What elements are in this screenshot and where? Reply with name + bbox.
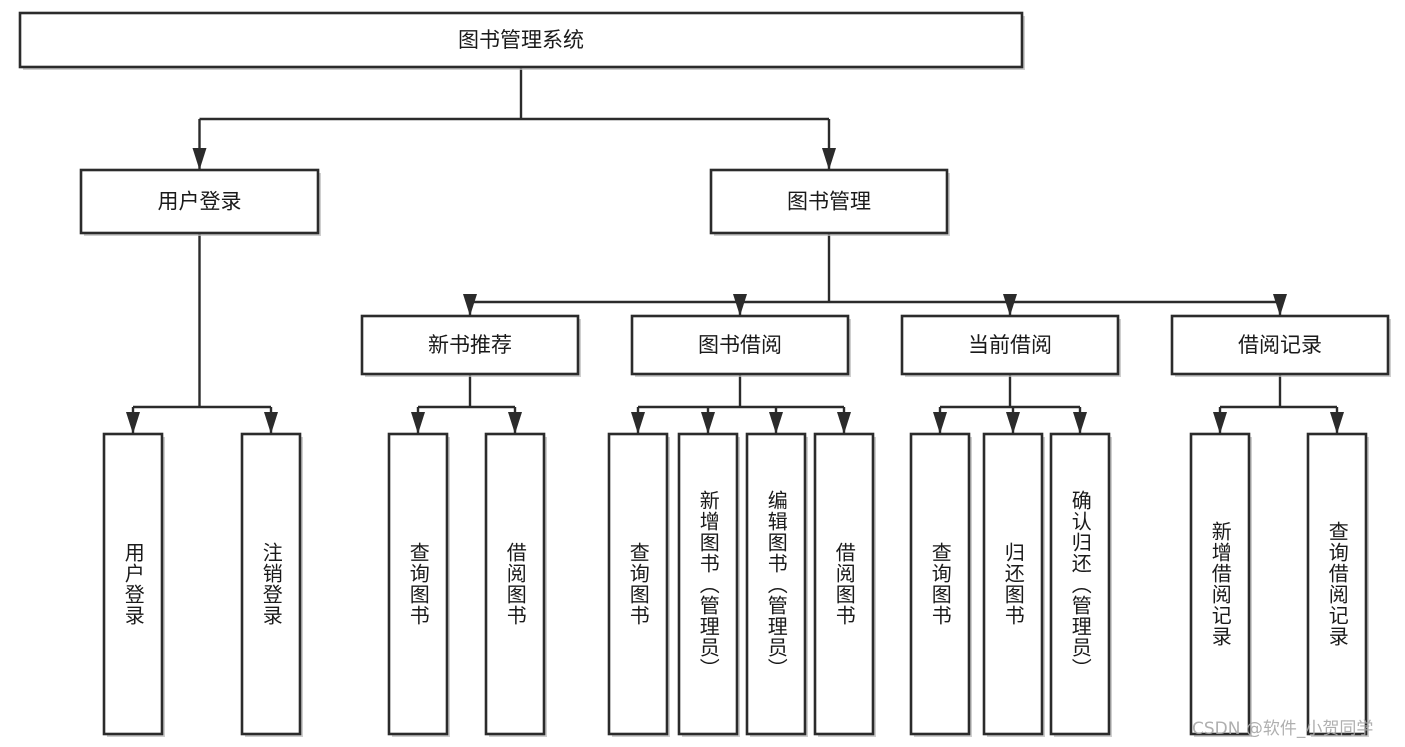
node-label-book-manage: 图书管理 — [787, 190, 871, 214]
connector-arrow-icon — [733, 294, 747, 316]
node-box-borrow-record[interactable] — [1170, 314, 1390, 376]
node-box-leaf-user-login[interactable] — [102, 432, 164, 736]
node-box-new-book-recommend[interactable] — [360, 314, 580, 376]
node-box-root[interactable] — [18, 11, 1024, 69]
connector-arrow-icon — [1330, 412, 1344, 434]
node-box-book-manage[interactable] — [709, 168, 949, 235]
node-box-leaf-logout[interactable] — [240, 432, 302, 736]
node-label-root: 图书管理系统 — [458, 28, 584, 52]
connector-arrow-icon — [1006, 412, 1020, 434]
node-box-leaf-add-book[interactable] — [677, 432, 739, 736]
node-box-current-borrow[interactable] — [900, 314, 1120, 376]
connector-arrow-icon — [822, 148, 836, 170]
connector-arrow-icon — [411, 412, 425, 434]
node-label-book-borrow: 图书借阅 — [698, 333, 782, 357]
connector-arrow-icon — [1213, 412, 1227, 434]
box-layer — [18, 11, 1391, 737]
node-label-user-login: 用户登录 — [158, 190, 242, 214]
node-label-new-book-recommend: 新书推荐 — [428, 333, 512, 357]
connector-layer — [126, 67, 1344, 434]
connector-arrow-icon — [508, 412, 522, 434]
node-label-current-borrow: 当前借阅 — [968, 333, 1052, 357]
connector-arrow-icon — [192, 148, 207, 170]
node-box-leaf-add-record[interactable] — [1189, 432, 1251, 736]
node-box-leaf-query-record[interactable] — [1306, 432, 1368, 736]
node-box-leaf-return-book[interactable] — [982, 432, 1044, 736]
node-box-leaf-query-book-bb[interactable] — [607, 432, 669, 736]
watermark-text: CSDN @软件_小贺同学 — [1192, 719, 1374, 739]
node-box-leaf-query-book-cb[interactable] — [909, 432, 971, 736]
node-label-borrow-record: 借阅记录 — [1238, 333, 1322, 357]
connector-arrow-icon — [264, 412, 278, 434]
connector-arrow-icon — [631, 412, 645, 434]
connector-arrow-icon — [126, 412, 140, 434]
connector-arrow-icon — [1003, 294, 1017, 316]
connector-arrow-icon — [1073, 412, 1087, 434]
node-box-leaf-confirm-return[interactable] — [1049, 432, 1111, 736]
node-box-user-login[interactable] — [79, 168, 320, 235]
connector-arrow-icon — [933, 412, 947, 434]
connector-arrow-icon — [701, 412, 715, 434]
node-box-leaf-query-book-rec[interactable] — [387, 432, 449, 736]
connector-arrow-icon — [463, 294, 477, 316]
connector-arrow-icon — [837, 412, 851, 434]
connector-arrow-icon — [769, 412, 783, 434]
node-box-book-borrow[interactable] — [630, 314, 850, 376]
node-box-leaf-borrow-book-bb[interactable] — [813, 432, 875, 736]
node-box-leaf-edit-book[interactable] — [745, 432, 807, 736]
node-box-leaf-borrow-book-rec[interactable] — [484, 432, 546, 736]
connector-arrow-icon — [1273, 294, 1287, 316]
